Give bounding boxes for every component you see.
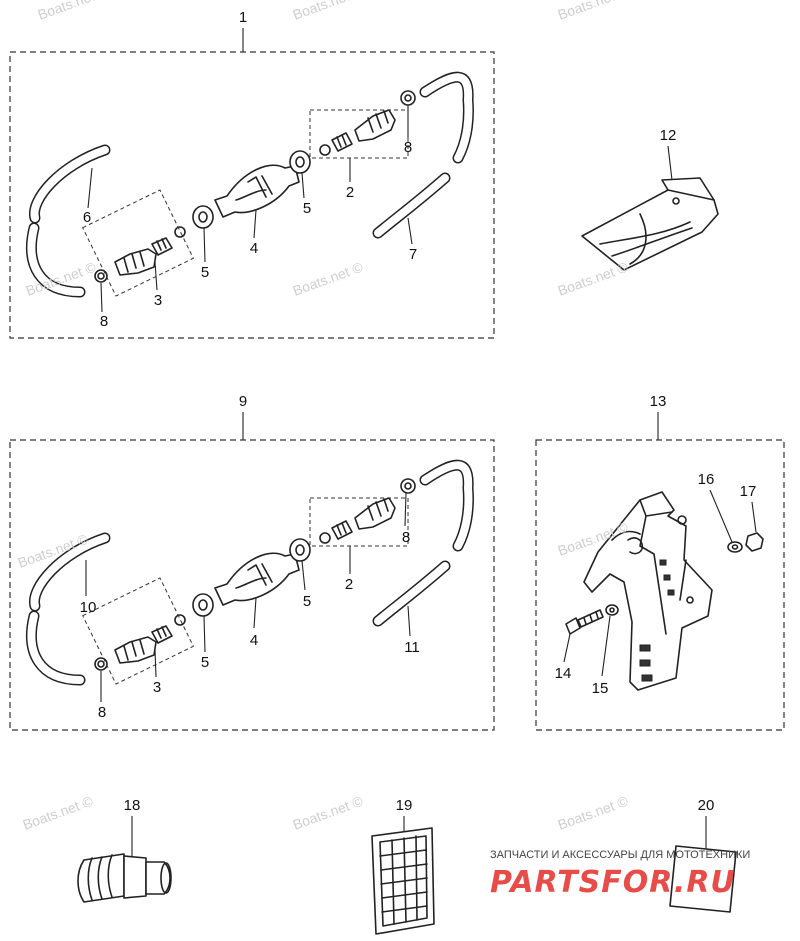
callout-15: 15 [592,680,609,697]
callout-4: 4 [250,632,258,649]
svg-text:Boats.net ©: Boats.net © [36,0,111,23]
callout-8: 8 [404,139,412,156]
callout-2: 2 [346,184,354,201]
decal [669,845,737,913]
svg-text:Boats.net ©: Boats.net © [21,792,96,832]
callout-8: 8 [402,529,410,546]
callout-3: 3 [154,292,162,309]
callout-8: 8 [98,704,106,721]
connector-group-box [82,577,194,685]
brand-tagline: ЗАПЧАСТИ И АКСЕССУАРЫ ДЛЯ МОТОТЕХНИКИ [490,849,750,861]
callout-5: 5 [201,264,209,281]
callout-10: 10 [80,599,97,616]
fuel-line-assembly [31,465,468,684]
brand-name: PARTSFOR.RU [490,865,736,900]
callout-8: 8 [100,313,108,330]
callout-14: 14 [555,665,572,682]
svg-text:Boats.net ©: Boats.net © [556,258,631,298]
callout-19: 19 [396,797,413,814]
callout-5: 5 [201,654,209,671]
callout-2: 2 [345,576,353,593]
callout-16: 16 [698,471,715,488]
fuel-line-assembly [31,77,468,296]
storage-pouch [581,177,719,271]
washer [727,541,743,553]
watermarks: Boats.net © Boats.net © Boats.net © Boat… [16,0,631,833]
callout-7: 7 [409,246,417,263]
callout-13: 13 [650,393,667,410]
callout-11: 11 [404,639,420,656]
svg-text:Boats.net ©: Boats.net © [556,0,631,23]
svg-text:Boats.net ©: Boats.net © [291,0,366,23]
nut [745,532,764,552]
bracket-kit-box [535,439,785,731]
filter-screen [371,827,435,935]
callout-9: 9 [239,393,247,410]
svg-text:Boats.net ©: Boats.net © [291,258,366,298]
hose-barb-fitting [77,853,172,903]
callout-3: 3 [153,679,161,696]
connector-group-box [82,189,194,297]
callout-4: 4 [250,240,258,257]
bolt [565,609,604,635]
svg-text:Boats.net ©: Boats.net © [291,792,366,832]
callout-5: 5 [303,593,311,610]
callout-18: 18 [124,797,141,814]
svg-text:Boats.net ©: Boats.net © [556,792,631,832]
partsfor-logo: ЗАПЧАСТИ И АКСЕССУАРЫ ДЛЯ МОТОТЕХНИКИ PA… [490,849,750,900]
washer [605,604,619,616]
callout-17: 17 [740,483,757,500]
callout-12: 12 [660,127,677,144]
callout-1: 1 [239,9,247,26]
fuel-line-kit-box [9,51,495,339]
connector-group-box [309,497,409,547]
callout-6: 6 [83,209,91,226]
fuel-line-kit-box [9,439,495,731]
tank-bracket [583,491,713,691]
callout-20: 20 [698,797,715,814]
callout-5: 5 [303,200,311,217]
